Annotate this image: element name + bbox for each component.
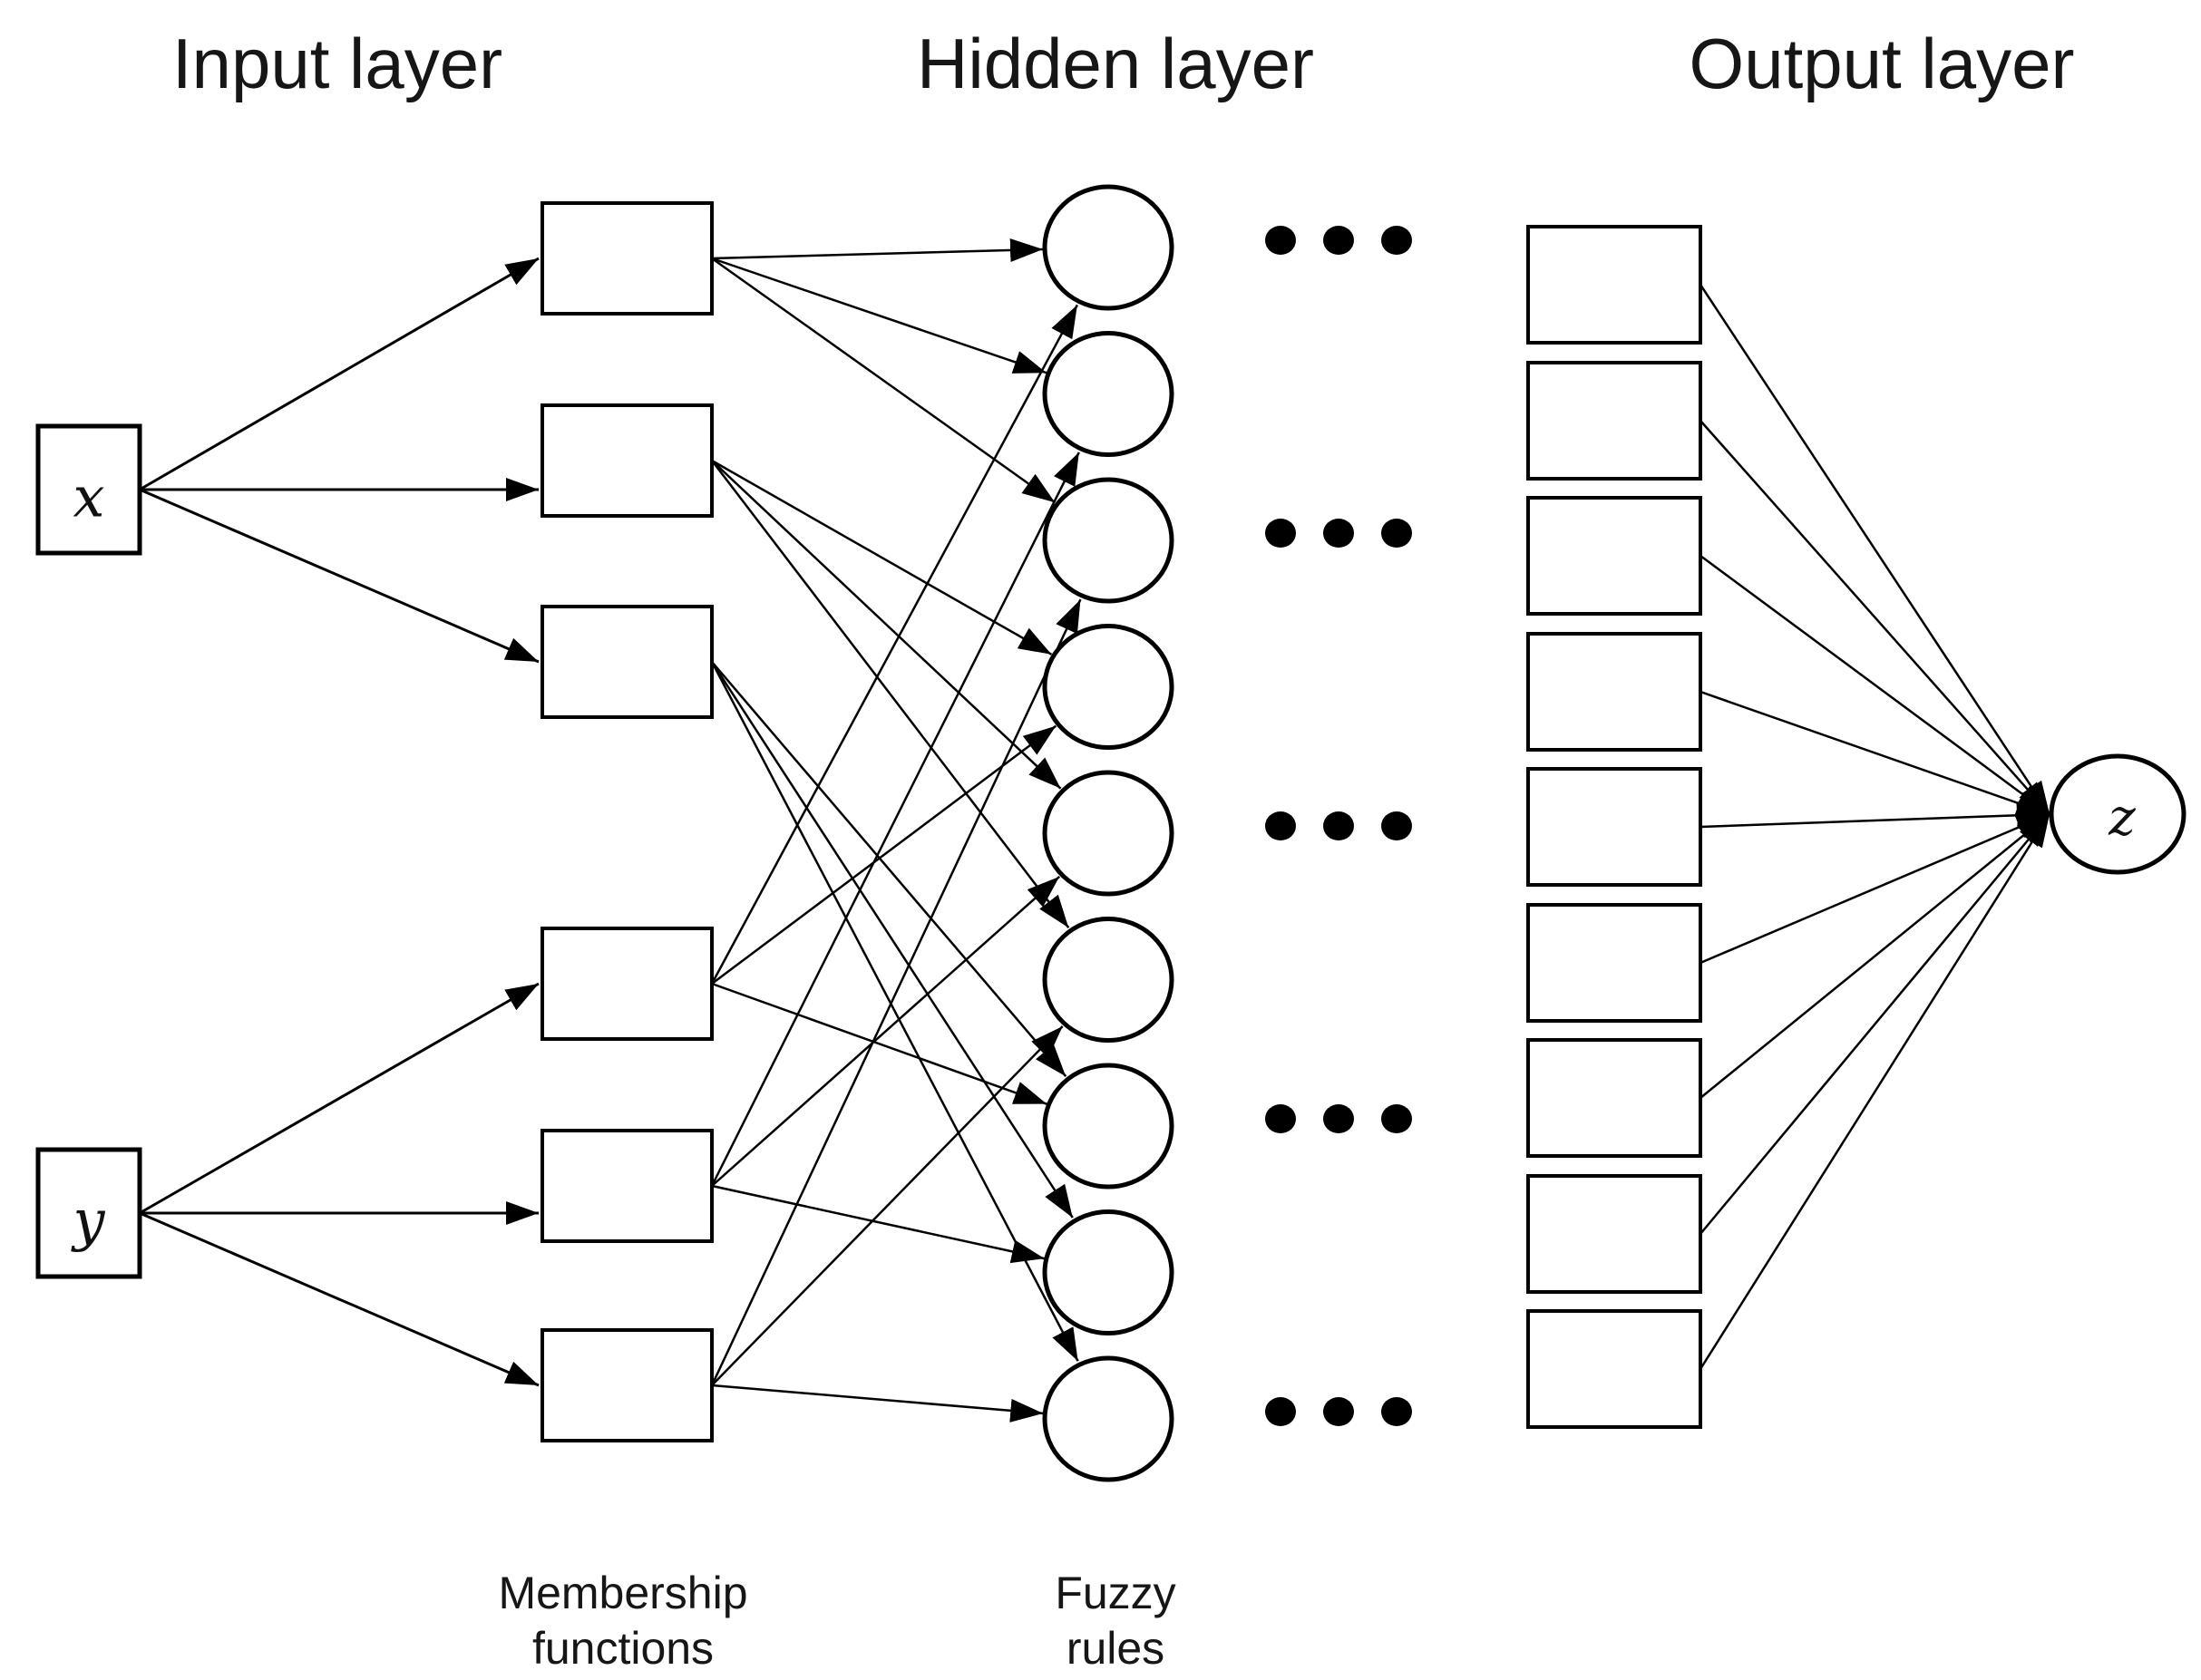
- input-node-box-x: [35, 423, 142, 556]
- title-output-layer: Output layer: [1690, 24, 2075, 103]
- fuzzy-rule-circle: [1042, 917, 1174, 1043]
- ellipsis-dot: [1323, 811, 1354, 840]
- edge-input-to-membership: [139, 257, 540, 491]
- ellipsis-dot: [1323, 226, 1354, 255]
- input-node-box-y: [35, 1147, 142, 1279]
- membership-function-box: [541, 403, 714, 518]
- fuzzy-rule-circle: [1042, 1355, 1174, 1482]
- fuzzy-rule-circle: [1042, 477, 1174, 604]
- ellipsis-dot: [1265, 1104, 1296, 1133]
- edge-output-to-z: [1699, 284, 2051, 815]
- ellipsis-dot: [1323, 1397, 1354, 1426]
- edge-output-to-z: [1699, 690, 2050, 816]
- edges-layer: [139, 238, 2051, 1423]
- edge-input-to-membership: [139, 488, 540, 664]
- ellipsis-dot: [1323, 519, 1354, 548]
- fuzzy-rules-label-line2: rules: [1066, 1623, 1164, 1674]
- edge-output-to-z: [1699, 813, 2051, 1370]
- fuzzy-rule-circle: [1042, 1063, 1174, 1190]
- membership-functions-label-line1: Membership: [498, 1568, 747, 1618]
- ellipsis-dot: [1265, 1397, 1296, 1426]
- edge-membership-to-rule: [710, 598, 1082, 1386]
- fuzzy-rules-label-line1: Fuzzy: [1055, 1568, 1175, 1618]
- edge-output-to-z: [1699, 812, 2050, 965]
- edge-membership-to-rule: [711, 661, 1067, 1078]
- edge-membership-to-rule: [711, 257, 1047, 374]
- fuzzy-rule-circle: [1042, 1209, 1174, 1335]
- edge-input-to-membership: [139, 1211, 540, 1387]
- ellipsis-dot: [1381, 226, 1412, 255]
- edge-membership-to-rule: [711, 460, 1062, 790]
- title-input-layer: Input layer: [172, 24, 502, 103]
- membership-function-box: [541, 201, 714, 316]
- edge-membership-to-rule: [711, 1184, 1045, 1264]
- title-hidden-layer: Hidden layer: [917, 24, 1314, 103]
- ellipsis-dot: [1381, 1397, 1412, 1426]
- ellipsis-dot: [1265, 519, 1296, 548]
- ellipsis-dot: [1381, 811, 1412, 840]
- edge-membership-to-rule: [711, 257, 1057, 504]
- membership-function-box: [541, 1129, 714, 1243]
- ellipsis-dots-layer: [1265, 226, 1412, 1426]
- edge-output-to-z: [1699, 813, 2050, 1235]
- membership-function-box: [541, 927, 714, 1041]
- output-rect: [1526, 225, 1702, 345]
- edge-membership-to-rule: [710, 661, 1074, 1219]
- membership-function-box: [541, 1328, 714, 1442]
- input-node-label-x: x: [73, 464, 105, 530]
- input-node-label-y: y: [70, 1188, 105, 1254]
- membership-functions-label-line2: functions: [532, 1623, 714, 1674]
- membership-function-box: [541, 605, 714, 719]
- fuzzy-rule-circle: [1042, 770, 1174, 897]
- output-rect: [1526, 903, 1702, 1023]
- edge-membership-to-rule: [710, 661, 1079, 1362]
- ellipsis-dot: [1323, 1104, 1354, 1133]
- edge-membership-to-rule: [711, 238, 1044, 262]
- edge-output-to-z: [1699, 813, 2050, 1099]
- edge-membership-to-rule: [711, 459, 1053, 655]
- ellipsis-dot: [1265, 811, 1296, 840]
- edge-membership-to-rule: [710, 304, 1078, 985]
- output-rect: [1526, 1174, 1702, 1294]
- output-rect: [1526, 496, 1702, 616]
- ellipsis-dot: [1265, 226, 1296, 255]
- output-node-label-z: z: [2108, 789, 2136, 848]
- edge-membership-to-rule: [711, 1384, 1044, 1423]
- output-rect: [1526, 1309, 1702, 1429]
- edge-output-to-z: [1699, 803, 2050, 829]
- fuzzy-rule-circle: [1042, 331, 1174, 457]
- edge-membership-to-rule: [711, 982, 1047, 1105]
- output-rect: [1526, 361, 1702, 481]
- edge-membership-to-rule: [711, 724, 1057, 986]
- ellipsis-dot: [1381, 1104, 1412, 1133]
- output-rect: [1526, 632, 1702, 752]
- edge-membership-to-rule: [710, 452, 1080, 1187]
- edge-output-to-z: [1699, 420, 2050, 815]
- edge-membership-to-rule: [711, 1025, 1064, 1386]
- edge-output-to-z: [1699, 554, 2050, 816]
- fuzzy-rule-circle: [1042, 184, 1174, 311]
- output-rect: [1526, 1038, 1702, 1158]
- output-rect: [1526, 767, 1702, 887]
- ellipsis-dot: [1381, 519, 1412, 548]
- fuzzy-rule-circle: [1042, 624, 1174, 750]
- edge-membership-to-rule: [711, 460, 1070, 929]
- output-node-circle: [2049, 753, 2186, 875]
- nodes-layer: [35, 184, 2186, 1482]
- edge-membership-to-rule: [711, 875, 1061, 1187]
- edge-input-to-membership: [139, 982, 540, 1215]
